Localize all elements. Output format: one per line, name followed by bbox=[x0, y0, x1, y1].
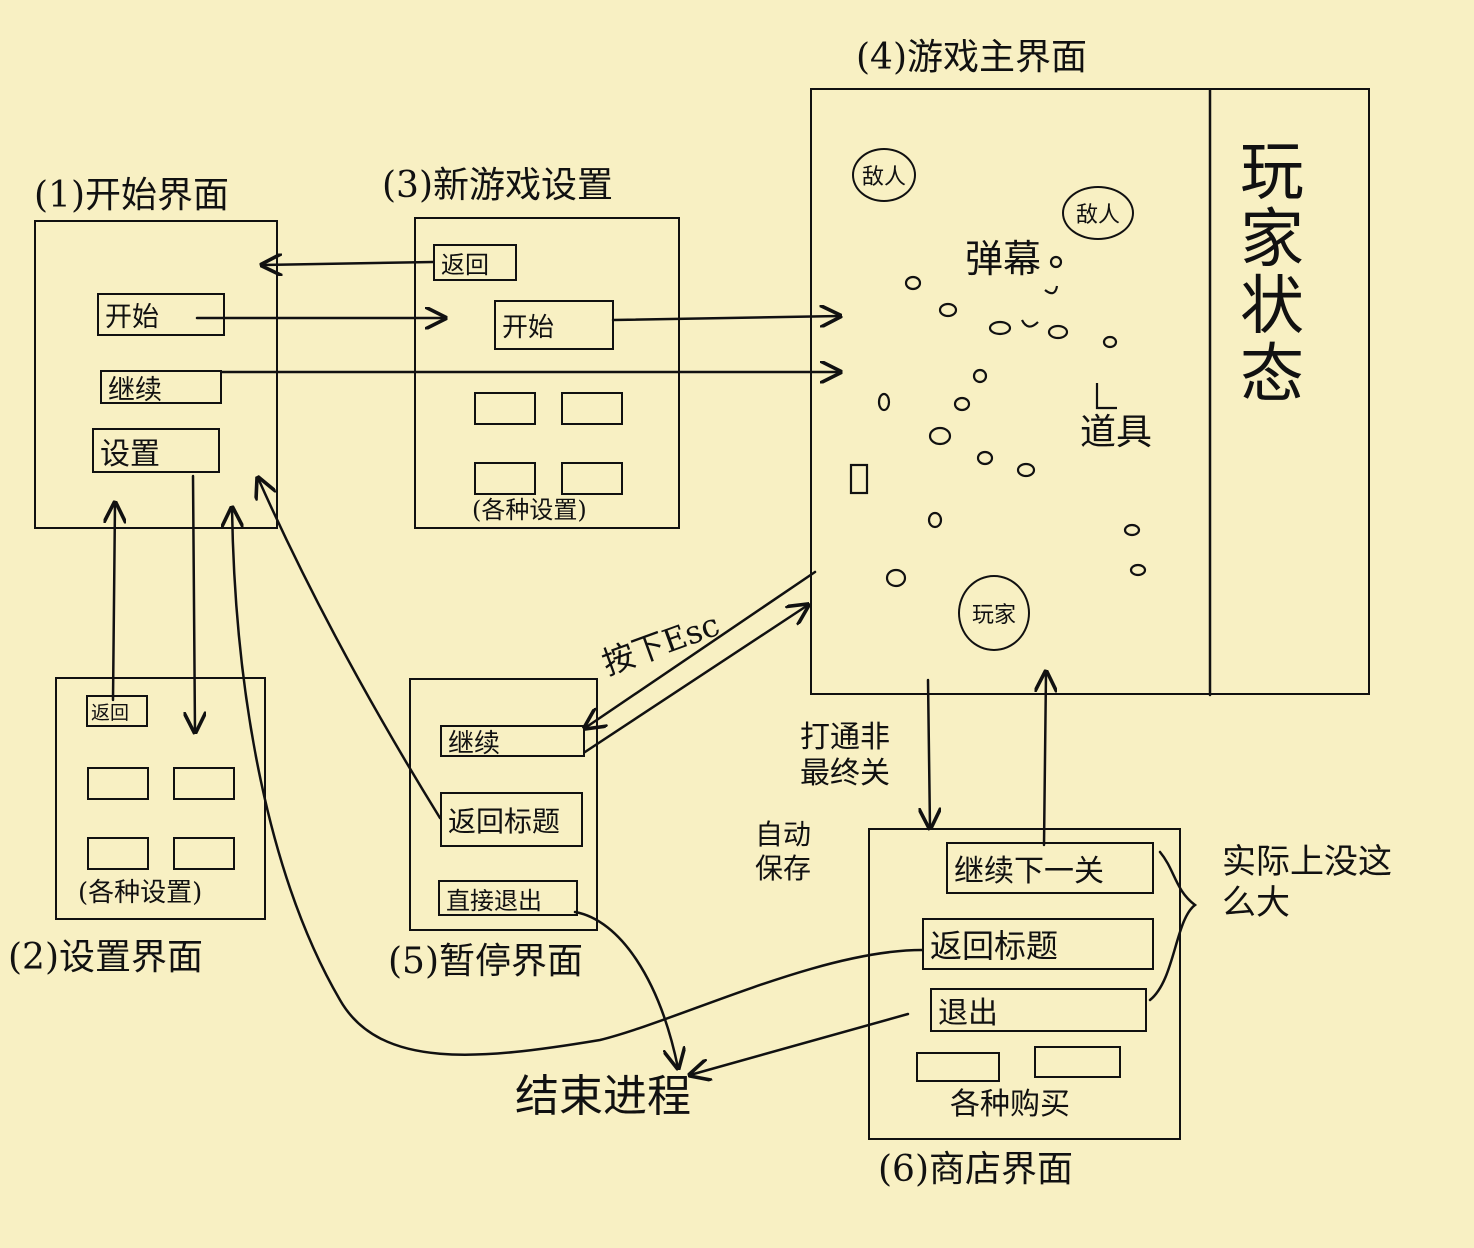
settings-option-1[interactable] bbox=[87, 767, 149, 800]
enemy-circle-2: 敌人 bbox=[1062, 186, 1134, 240]
pause-screen-title: (5)暂停界面 bbox=[388, 941, 583, 982]
settings-back-button[interactable]: 返回 bbox=[86, 695, 148, 727]
arrow-newgame-back-to-start bbox=[262, 262, 435, 265]
pause-quit-button[interactable]: 直接退出 bbox=[438, 880, 578, 916]
settings-caption: (各种设置) bbox=[78, 878, 203, 908]
settings-option-3[interactable] bbox=[87, 837, 149, 870]
autosave-label: 自动保存 bbox=[754, 818, 811, 885]
press-esc-label: 按下Esc bbox=[597, 605, 725, 683]
new-game-start-button[interactable]: 开始 bbox=[494, 300, 614, 350]
player-circle: 玩家 bbox=[958, 575, 1030, 651]
shop-caption: 各种购买 bbox=[950, 1087, 1070, 1122]
new-game-frame bbox=[414, 217, 680, 529]
shop-item-1[interactable] bbox=[916, 1052, 1000, 1082]
shop-next-level-button[interactable]: 继续下一关 bbox=[946, 842, 1154, 894]
pause-back-title-button[interactable]: 返回标题 bbox=[440, 792, 583, 847]
shop-back-title-button[interactable]: 返回标题 bbox=[922, 918, 1154, 970]
pause-continue-button[interactable]: 继续 bbox=[440, 725, 585, 757]
pause-screen-frame bbox=[409, 678, 598, 931]
arrow-shop-next-to-game bbox=[1044, 672, 1046, 847]
enemy-circle-1: 敌人 bbox=[852, 148, 916, 202]
continue-button[interactable]: 继续 bbox=[100, 370, 222, 404]
end-process-label: 结束进程 bbox=[515, 1071, 691, 1122]
settings-option-2[interactable] bbox=[173, 767, 235, 800]
new-game-option-1[interactable] bbox=[474, 392, 536, 425]
start-screen-title: (1)开始界面 bbox=[34, 175, 229, 216]
new-game-back-button[interactable]: 返回 bbox=[433, 244, 517, 281]
new-game-option-2[interactable] bbox=[561, 392, 623, 425]
shop-screen-frame bbox=[868, 828, 1181, 1140]
settings-screen-frame bbox=[55, 677, 266, 920]
shop-size-note: 实际上没这么大 bbox=[1222, 842, 1392, 923]
start-button[interactable]: 开始 bbox=[97, 293, 225, 336]
settings-screen-title: (2)设置界面 bbox=[8, 937, 203, 978]
new-game-caption: (各种设置) bbox=[472, 496, 587, 524]
game-screen-title: (4)游戏主界面 bbox=[856, 37, 1087, 78]
arrow-settings-back-up bbox=[113, 503, 115, 702]
items-label: 道具 bbox=[1080, 412, 1153, 453]
new-game-option-3[interactable] bbox=[474, 462, 536, 495]
settings-option-4[interactable] bbox=[173, 837, 235, 870]
shop-screen-title: (6)商店界面 bbox=[878, 1149, 1073, 1190]
new-game-title: (3)新游戏设置 bbox=[382, 165, 613, 206]
player-status-label: 玩家状态 bbox=[1240, 136, 1304, 412]
clear-level-label: 打通非最终关 bbox=[800, 720, 890, 791]
bullets-label: 弹幕 bbox=[965, 237, 1042, 281]
arrow-pause-quit-to-end bbox=[573, 910, 678, 1068]
start-screen-frame bbox=[34, 220, 278, 529]
settings-button[interactable]: 设置 bbox=[92, 428, 220, 473]
shop-quit-button[interactable]: 退出 bbox=[930, 988, 1147, 1032]
game-screen-frame bbox=[810, 88, 1370, 695]
new-game-option-4[interactable] bbox=[561, 462, 623, 495]
arrow-game-to-shop bbox=[928, 678, 930, 828]
shop-item-2[interactable] bbox=[1034, 1046, 1121, 1078]
